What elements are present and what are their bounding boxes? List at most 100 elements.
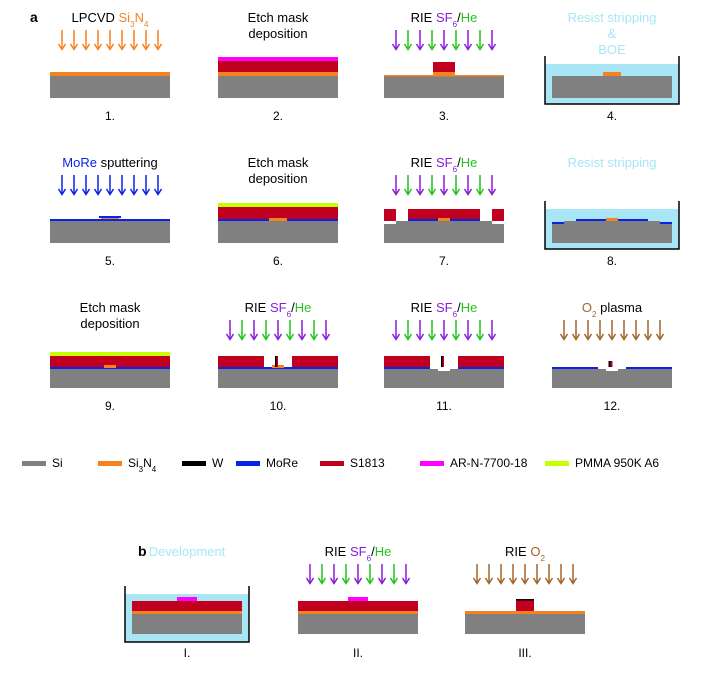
process-arrow <box>556 564 566 585</box>
step-title: Resist stripping <box>568 155 657 170</box>
process-arrow <box>427 320 437 341</box>
process-arrow <box>105 175 115 196</box>
si3n4-strip <box>438 218 450 221</box>
s1813-layer <box>218 61 338 72</box>
process-arrow <box>463 320 473 341</box>
process-arrow <box>595 320 605 341</box>
legend-item-ar: AR-N-7700-18 <box>420 456 528 470</box>
process-arrow <box>129 30 139 51</box>
si3n4-strip <box>606 218 618 221</box>
si-substrate <box>50 221 170 243</box>
step-title: LPCVD Si3N4 <box>72 10 149 29</box>
process-arrow <box>403 30 413 51</box>
si-substrate <box>50 76 170 98</box>
more-film <box>458 367 504 369</box>
process-arrow <box>391 30 401 51</box>
si3n4-layer <box>50 72 170 76</box>
legend-label: AR-N-7700-18 <box>450 456 528 470</box>
legend-label: Si3N4 <box>128 456 157 474</box>
s1813-thin <box>610 361 613 367</box>
process-arrow <box>93 30 103 51</box>
legend-label: Si <box>52 456 63 470</box>
s1813-block <box>384 209 396 221</box>
process-arrow <box>463 175 473 196</box>
step-number: II. <box>353 646 363 660</box>
process-arrow <box>249 320 259 341</box>
legend-swatch <box>22 461 46 466</box>
process-arrow <box>619 320 629 341</box>
process-arrow <box>389 564 399 585</box>
process-arrow <box>261 320 271 341</box>
legend-item-more: MoRe <box>236 456 298 470</box>
s1813-block <box>408 209 480 221</box>
step-number: 9. <box>105 399 115 413</box>
process-arrow <box>81 30 91 51</box>
process-arrow <box>377 564 387 585</box>
process-arrow <box>341 564 351 585</box>
step-title: Etch mask <box>248 10 309 25</box>
process-arrow <box>487 320 497 341</box>
beaker <box>544 56 680 105</box>
process-arrow <box>451 320 461 341</box>
step-title: Etch mask <box>248 155 309 170</box>
process-arrow <box>475 320 485 341</box>
s1813-layer <box>132 601 242 611</box>
panel-a-label: a <box>30 9 38 25</box>
process-arrow <box>117 30 127 51</box>
process-arrow <box>93 175 103 196</box>
si-substrate <box>552 76 672 98</box>
s1813-block <box>433 62 455 72</box>
step-number: 6. <box>273 254 283 268</box>
process-arrow <box>427 30 437 51</box>
process-arrow <box>285 320 295 341</box>
process-arrow <box>631 320 641 341</box>
step-number: 7. <box>439 254 449 268</box>
process-arrow <box>69 175 79 196</box>
step-title: RIE SF6/He <box>325 544 392 563</box>
process-arrow <box>571 320 581 341</box>
si-substrate <box>552 369 672 388</box>
process-arrow <box>225 320 235 341</box>
legend-item-si: Si <box>22 456 63 470</box>
step-title: & <box>608 26 617 41</box>
step-number: 4. <box>607 109 617 123</box>
si3n4-layer <box>132 611 242 614</box>
legend-label: PMMA 950K A6 <box>575 456 659 470</box>
legend-swatch <box>236 461 260 466</box>
step-number: I. <box>184 646 191 660</box>
s1813-block <box>218 356 264 369</box>
step-title: O2 plasma <box>582 300 643 319</box>
si3n4-layer <box>465 611 585 614</box>
process-arrow <box>403 320 413 341</box>
process-arrow <box>463 30 473 51</box>
process-arrow <box>487 30 497 51</box>
step-number: 3. <box>439 109 449 123</box>
process-arrow <box>484 564 494 585</box>
more-film <box>626 367 672 369</box>
process-arrow <box>153 30 163 51</box>
si3n4-layer <box>218 72 338 76</box>
step-number: 12. <box>604 399 621 413</box>
ar-pattern <box>177 597 197 601</box>
more-film <box>552 222 564 224</box>
process-arrow <box>520 564 530 585</box>
si-substrate <box>50 369 170 388</box>
si-substrate <box>298 614 418 634</box>
process-arrow <box>237 320 247 341</box>
pmma-layer <box>218 203 338 207</box>
step-number: 8. <box>607 254 617 268</box>
process-arrow <box>69 30 79 51</box>
process-arrow <box>305 564 315 585</box>
more-film <box>384 367 430 369</box>
process-arrow <box>317 564 327 585</box>
legend-swatch <box>545 461 569 466</box>
process-arrow <box>403 175 413 196</box>
process-arrow <box>559 320 569 341</box>
s1813-layer <box>218 207 338 219</box>
